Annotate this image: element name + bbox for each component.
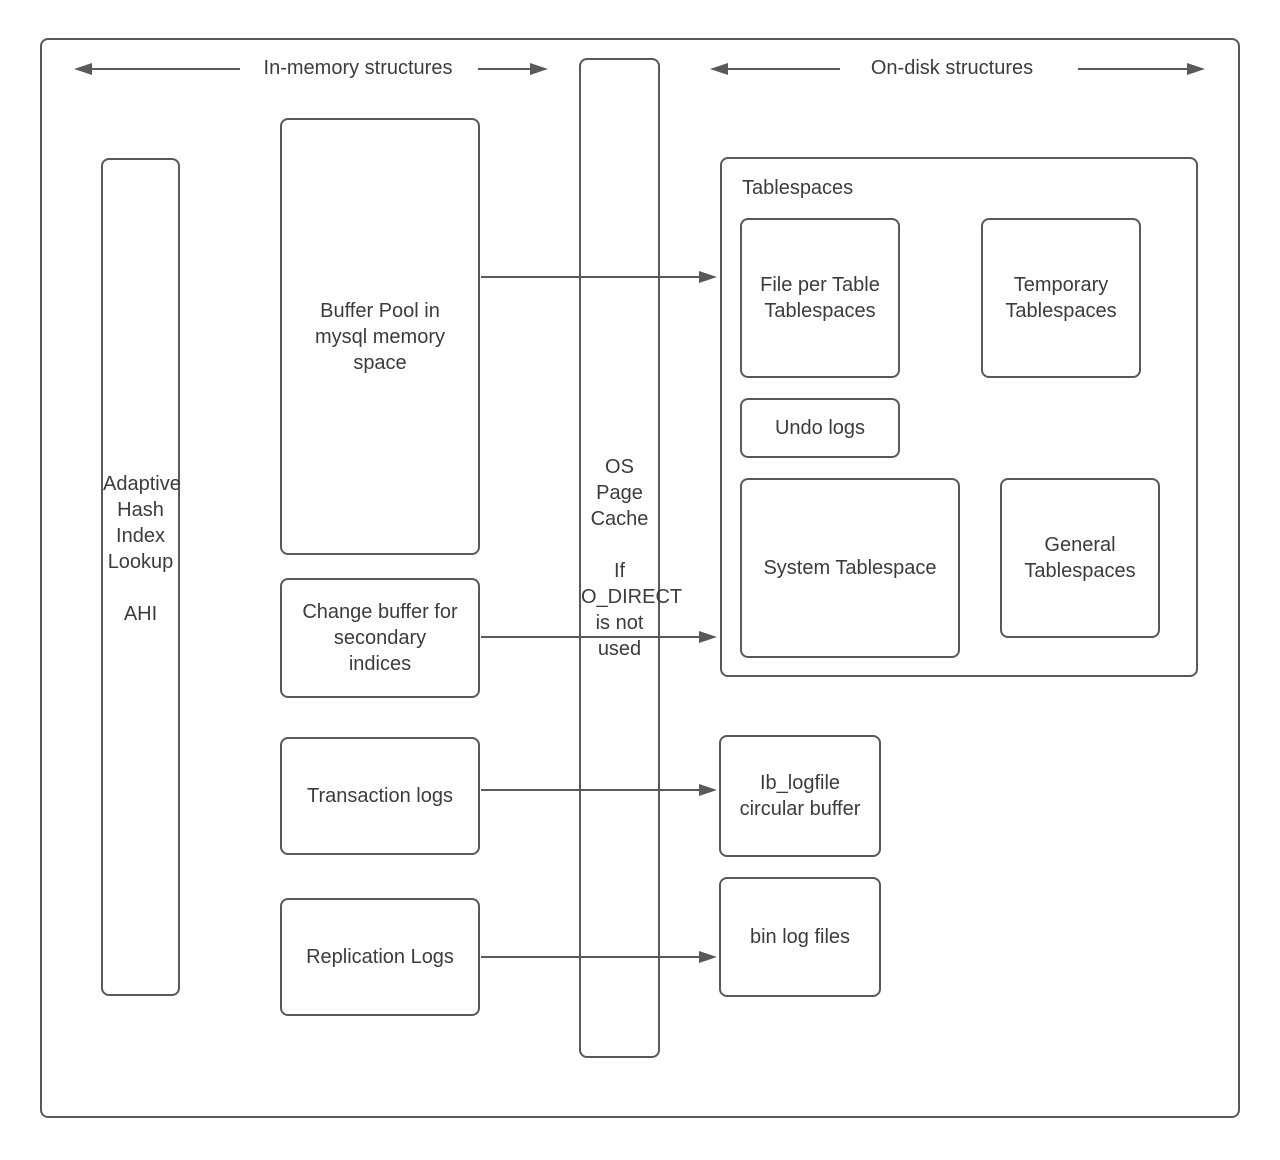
node-file-per-table-tablespaces-label: File per Table Tablespaces bbox=[760, 274, 880, 322]
node-system-tablespace: System Tablespace bbox=[740, 478, 960, 658]
node-adaptive-hash-index: Adaptive Hash Index Lookup AHI bbox=[101, 158, 181, 996]
node-general-tablespaces: General Tablespaces bbox=[1000, 478, 1160, 638]
node-system-tablespace-label: System Tablespace bbox=[763, 557, 937, 579]
node-change-buffer-label: Change buffer for secondary indices bbox=[302, 601, 458, 675]
node-buffer-pool: Buffer Pool in mysql memory space bbox=[280, 118, 480, 555]
node-file-per-table-tablespaces: File per Table Tablespaces bbox=[740, 218, 900, 378]
node-change-buffer: Change buffer for secondary indices bbox=[280, 578, 480, 698]
in-memory-structures-header: In-memory structures bbox=[263, 57, 453, 79]
node-undo-logs: Undo logs bbox=[740, 398, 900, 458]
node-replication-logs: Replication Logs bbox=[280, 898, 480, 1016]
node-replication-logs-label: Replication Logs bbox=[306, 946, 454, 968]
node-transaction-logs: Transaction logs bbox=[280, 737, 480, 855]
node-ib-logfile-label: Ib_logfile circular buffer bbox=[739, 772, 861, 820]
node-buffer-pool-label: Buffer Pool in mysql memory space bbox=[314, 299, 445, 374]
group-tablespaces-title: Tablespaces bbox=[742, 177, 854, 199]
node-bin-log-files: bin log files bbox=[719, 877, 881, 997]
node-undo-logs-label: Undo logs bbox=[774, 417, 866, 439]
node-transaction-logs-label: Transaction logs bbox=[307, 785, 453, 807]
node-temporary-tablespaces-label: Temporary Tablespaces bbox=[1005, 274, 1117, 322]
node-general-tablespaces-label: General Tablespaces bbox=[1024, 534, 1136, 582]
node-ib-logfile: Ib_logfile circular buffer bbox=[719, 735, 881, 857]
on-disk-structures-header: On-disk structures bbox=[870, 57, 1034, 79]
node-bin-log-files-label: bin log files bbox=[749, 926, 851, 948]
node-adaptive-hash-index-label: Adaptive Hash Index Lookup AHI bbox=[103, 473, 181, 625]
node-os-page-cache: OS Page Cache If O_DIRECT is not used bbox=[579, 58, 683, 1058]
node-temporary-tablespaces: Temporary Tablespaces bbox=[981, 218, 1141, 378]
node-os-page-cache-label: OS Page Cache If O_DIRECT is not used bbox=[581, 456, 683, 660]
